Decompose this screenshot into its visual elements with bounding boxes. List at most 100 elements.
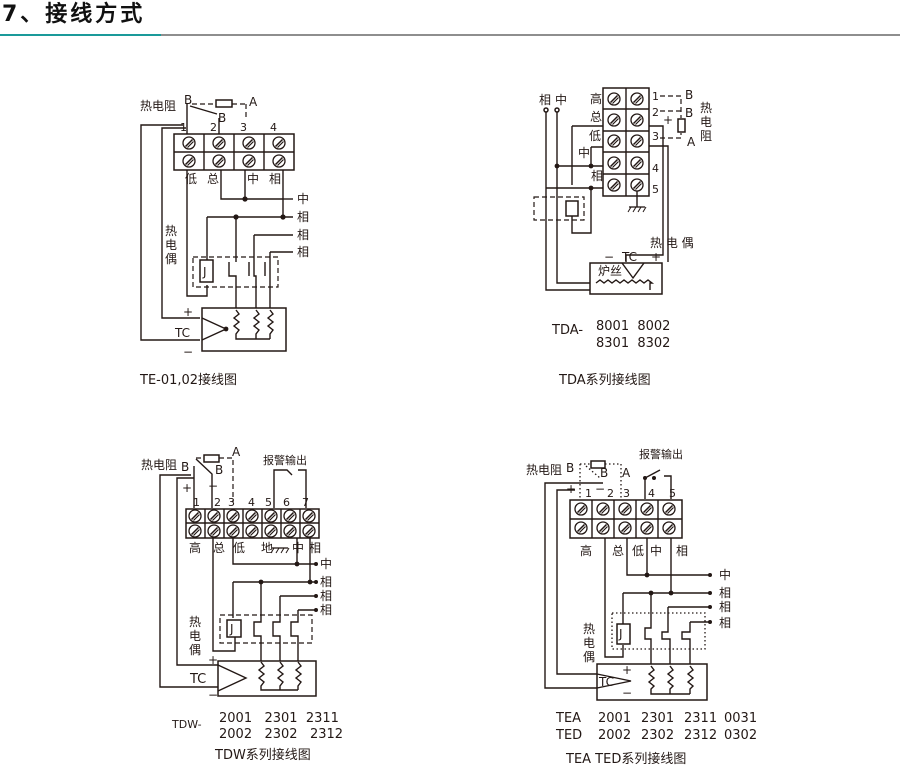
tdw-plus-tc: + xyxy=(208,653,218,667)
tea-minus-tc: − xyxy=(622,686,632,700)
tda-left-labels: 高 总 低 中 相 xyxy=(578,91,603,183)
svg-text:4: 4 xyxy=(270,121,277,134)
tda-models-row2: 8301 8302 xyxy=(596,336,670,351)
tea-plus-tc: + xyxy=(622,663,632,677)
svg-text:2001: 2001 xyxy=(598,711,631,726)
rtd-resistor-icon xyxy=(215,99,233,108)
svg-text:TEA: TEA xyxy=(555,711,581,726)
svg-text:中: 中 xyxy=(320,556,332,571)
tdw-models-prefix: TDW- xyxy=(171,718,202,731)
svg-text:相: 相 xyxy=(719,616,731,630)
tea-caption: TEA TED系列接线图 xyxy=(565,751,686,766)
svg-text:5: 5 xyxy=(265,496,272,509)
tdw-terminal-labels: 高 总 低 地 中 相 xyxy=(189,540,321,555)
tda-minus: − xyxy=(604,250,614,264)
te-terminal-labels: 低 总 中 相 xyxy=(185,171,281,186)
svg-text:中: 中 xyxy=(297,191,309,206)
svg-text:0302: 0302 xyxy=(724,728,757,743)
tdw-line-labels: 中 相 相 相 xyxy=(320,556,332,617)
tda-rtd-resistor-icon xyxy=(677,118,686,133)
tdw-tc: TC xyxy=(189,672,206,687)
svg-text:3: 3 xyxy=(623,487,630,500)
tea-models-table: TEA 2001 2301 2311 0031 TED 2002 2302 23… xyxy=(555,711,757,743)
svg-text:低: 低 xyxy=(589,129,601,143)
svg-text:2: 2 xyxy=(210,121,217,134)
svg-text:低: 低 xyxy=(233,541,245,555)
tdw-terminal-numbers: 1 2 3 4 5 6 7 xyxy=(193,496,309,509)
tda-contactor-box xyxy=(533,196,585,221)
diagram-tea: 热电阻 B B A 报警输出 + − 1 2 3 4 5 高 总 低 中 相 xyxy=(526,447,757,766)
te-relay-coil xyxy=(199,259,214,283)
te-rtd-label: 热电阻 xyxy=(140,99,176,113)
tea-minus: − xyxy=(595,482,605,496)
tda-furnace-label: 炉丝 xyxy=(598,264,622,278)
svg-text:高: 高 xyxy=(590,91,602,106)
tdw-relay-coil xyxy=(226,619,242,638)
tea-rtd-resistor-icon xyxy=(590,460,606,469)
svg-text:2: 2 xyxy=(652,106,659,119)
svg-text:相: 相 xyxy=(297,228,309,242)
svg-text:5: 5 xyxy=(669,487,676,500)
svg-text:6: 6 xyxy=(283,496,290,509)
tda-plus-tc: + xyxy=(651,250,661,264)
tea-terminal-numbers: 1 2 3 4 5 xyxy=(585,487,676,500)
tea-plus: + xyxy=(566,482,576,496)
tea-tc: TC xyxy=(598,675,614,689)
svg-text:高: 高 xyxy=(189,540,201,555)
tea-b2-label: B xyxy=(600,466,608,480)
tea-contactor-box xyxy=(611,612,706,650)
tda-right-numbers: 1 2 3 4 5 xyxy=(652,90,659,196)
te-minus: − xyxy=(183,345,193,359)
svg-text:2: 2 xyxy=(607,487,614,500)
tdw-b1-label: B xyxy=(181,460,189,474)
tdw-b2-label: B xyxy=(215,463,223,477)
tda-phase-label: 相 xyxy=(539,93,551,107)
title-divider-rule xyxy=(161,34,900,36)
tea-line-labels: 中 相 相 相 xyxy=(719,567,731,630)
svg-text:3: 3 xyxy=(228,496,235,509)
svg-text:2311: 2311 xyxy=(684,711,717,726)
tea-relay-label: J xyxy=(618,627,623,641)
tda-rtd-label: 热电阻 xyxy=(700,101,712,143)
svg-text:总: 总 xyxy=(207,172,219,186)
svg-text:中: 中 xyxy=(650,543,662,558)
tdw-plus: + xyxy=(182,481,192,495)
svg-text:地: 地 xyxy=(261,541,273,555)
tdw-minus-tc: − xyxy=(208,688,218,702)
tda-tc: TC xyxy=(621,250,637,264)
tda-caption: TDA系列接线图 xyxy=(558,372,651,388)
svg-text:4: 4 xyxy=(652,162,659,175)
svg-text:低: 低 xyxy=(185,172,197,186)
tda-b2-label: B xyxy=(685,106,693,120)
svg-text:5: 5 xyxy=(652,183,659,196)
diagram-tda: 相 中 高 总 低 中 相 1 2 3 4 5 + B B A 热电阻 xyxy=(533,87,712,388)
svg-text:相: 相 xyxy=(269,172,281,186)
svg-text:1: 1 xyxy=(585,487,592,500)
svg-text:2301: 2301 xyxy=(641,711,674,726)
svg-text:总: 总 xyxy=(612,544,624,558)
svg-text:2312: 2312 xyxy=(684,728,717,743)
tdw-a-label: A xyxy=(232,445,241,459)
svg-text:TED: TED xyxy=(555,728,582,743)
tea-b1-label: B xyxy=(566,461,574,475)
te-line-labels: 中 相 相 相 xyxy=(297,191,309,259)
svg-text:低: 低 xyxy=(632,544,644,558)
svg-text:4: 4 xyxy=(248,496,255,509)
te-a-label: A xyxy=(249,95,258,109)
svg-text:相: 相 xyxy=(320,603,332,617)
svg-text:中: 中 xyxy=(578,145,590,160)
svg-text:相: 相 xyxy=(297,245,309,259)
svg-text:相: 相 xyxy=(719,586,731,600)
tea-rtd-label: 热电阻 xyxy=(526,463,562,477)
svg-text:7: 7 xyxy=(302,496,309,509)
tea-relay-coil xyxy=(616,623,631,645)
svg-text:相: 相 xyxy=(309,541,321,555)
svg-text:3: 3 xyxy=(240,121,247,134)
tdw-minus: − xyxy=(208,479,218,493)
tdw-rtd-resistor-icon xyxy=(203,454,220,463)
tdw-models-row2: 2002 2302 2312 xyxy=(219,727,343,742)
tda-a-label: A xyxy=(687,135,696,149)
tda-models-row1: 8001 8002 xyxy=(596,319,670,334)
tdw-caption: TDW系列接线图 xyxy=(214,747,311,763)
